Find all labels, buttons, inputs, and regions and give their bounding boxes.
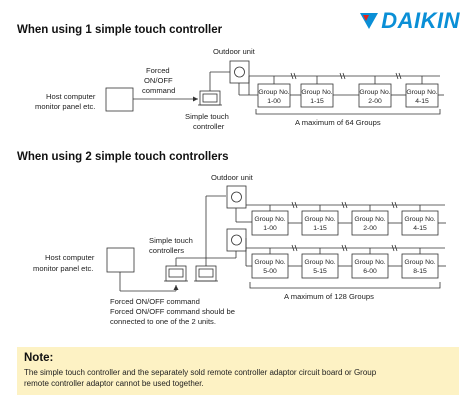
note-title: Note: [24, 352, 54, 364]
group-1-1-value: 1-15 [310, 98, 324, 105]
daikin-logo-icon [360, 13, 379, 29]
daikin-logo-text: DAIKIN [381, 8, 460, 33]
forced-label-1a: Forced [146, 66, 170, 75]
host-computer-box-2 [106, 247, 135, 273]
group-2a-0-value: 1-00 [263, 225, 277, 232]
forced-label-2a: Forced ON/OFF command [110, 297, 200, 306]
outdoor-label-1: Outdoor unit [213, 47, 256, 56]
host-label-2a: Host computer [45, 253, 95, 262]
group-1-0-value: 1-00 [267, 98, 281, 105]
group-2a-0-name: Group No. [254, 216, 285, 223]
max-label-1: A maximum of 64 Groups [295, 118, 381, 127]
group-2b-1-name: Group No. [304, 259, 335, 266]
controller-label-1a: Simple touch [185, 112, 229, 121]
group-2b-0-value: 5-00 [263, 268, 277, 275]
group-2a-1-value: 1-15 [313, 225, 327, 232]
note-line-2: remote controller adaptor cannot be used… [24, 379, 204, 388]
group-2b-2-name: Group No. [354, 259, 385, 266]
group-2b-3-name: Group No. [404, 259, 435, 266]
group-1-2-value: 2-00 [368, 98, 382, 105]
group-2a-3-value: 4-15 [413, 225, 427, 232]
note-line-1: The simple touch controller and the sepa… [24, 368, 377, 377]
forced-label-1b: ON/OFF [144, 76, 173, 85]
outdoor-label-2: Outdoor unit [211, 173, 254, 182]
group-1-3-value: 4-15 [415, 98, 429, 105]
controller-label-1b: controller [193, 122, 225, 131]
host-label-2b: monitor panel etc. [33, 264, 93, 273]
max-label-2: A maximum of 128 Groups [284, 292, 374, 301]
note-box: Note: The simple touch controller and th… [17, 347, 459, 395]
group-2a-3-name: Group No. [404, 216, 435, 223]
group-2b-3-value: 8-15 [413, 268, 427, 275]
group-2b-2-value: 6-00 [363, 268, 377, 275]
group-1-0-name: Group No. [258, 89, 289, 96]
group-2b-0-name: Group No. [254, 259, 285, 266]
forced-label-1c: command [142, 86, 175, 95]
outdoor-unit-1 [229, 60, 250, 84]
section1-title: When using 1 simple touch controller [17, 24, 223, 36]
group-2b-1-value: 5-15 [313, 268, 327, 275]
group-2a-1-name: Group No. [304, 216, 335, 223]
outdoor-unit-2a [226, 185, 247, 209]
host-label-1b: monitor panel etc. [35, 102, 95, 111]
group-1-1-name: Group No. [301, 89, 332, 96]
controllers-label-a: Simple touch [149, 236, 193, 245]
daikin-logo: DAIKIN [360, 8, 460, 34]
section2-title: When using 2 simple touch controllers [17, 151, 229, 163]
controllers-label-b: controllers [149, 246, 184, 255]
group-2a-2-name: Group No. [354, 216, 385, 223]
forced-label-2b: Forced ON/OFF command should be [110, 307, 235, 316]
group-2a-2-value: 2-00 [363, 225, 377, 232]
group-1-2-name: Group No. [359, 89, 390, 96]
outdoor-unit-2b [226, 228, 247, 252]
host-computer-box-1 [105, 87, 134, 112]
host-label-1a: Host computer [46, 92, 96, 101]
group-1-3-name: Group No. [406, 89, 437, 96]
forced-label-2c: connected to one of the 2 units. [110, 317, 216, 326]
